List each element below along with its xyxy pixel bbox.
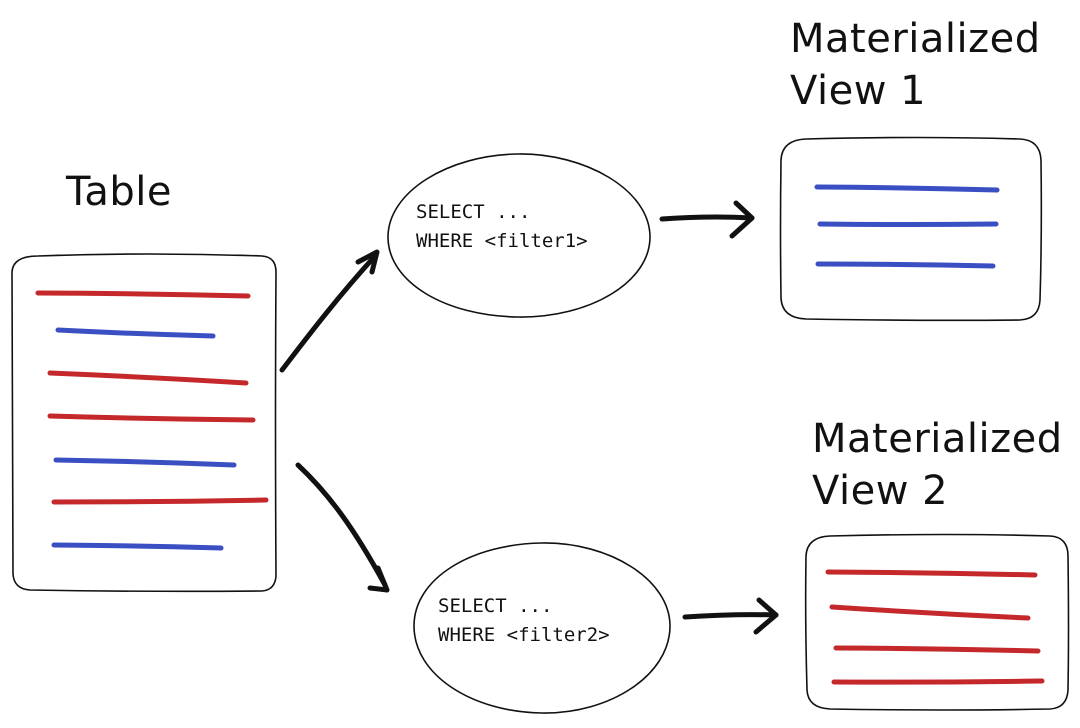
view-1-rows: [814, 184, 1000, 269]
view-2-label-line1: Materialized: [812, 416, 1063, 462]
arrow-query-1-to-view-1: [659, 200, 755, 239]
table-row-5-blue: [53, 457, 237, 468]
query-ellipse-1: SELECT ... WHERE <filter1>: [387, 153, 651, 318]
view-2-row-3-red: [833, 645, 1041, 654]
view-2-row-4-red: [831, 678, 1045, 685]
arrow-table-to-query-1: [279, 249, 380, 373]
view-1-row-2-blue: [817, 221, 999, 227]
view-2-label-line2: View 2: [812, 468, 948, 514]
arrow-table-to-query-2: [295, 462, 390, 593]
table-rows: [35, 290, 269, 551]
query-1-select-text: SELECT ...: [416, 201, 530, 223]
view-1-label-line1: Materialized: [790, 16, 1041, 62]
query-ellipse-2: SELECT ... WHERE <filter2>: [413, 542, 671, 714]
view-1-row-3-blue: [815, 261, 996, 269]
view-1-label-line2: View 1: [790, 68, 926, 114]
table-row-4-red: [47, 413, 256, 423]
table-row-1-red: [35, 290, 251, 299]
table-row-3-red: [47, 370, 249, 386]
table-label: Table: [65, 169, 172, 215]
table-box: [11, 253, 277, 593]
query-1-where-text: WHERE <filter1>: [416, 230, 588, 252]
view-2-row-1-red: [825, 569, 1038, 578]
view-2-row-2-red: [829, 604, 1031, 621]
arrow-query-2-to-view-2: [682, 597, 779, 635]
table-row-6-red: [51, 497, 269, 505]
table-row-2-blue: [55, 327, 216, 339]
query-2-select-text: SELECT ...: [438, 595, 552, 617]
table-row-7-blue: [51, 542, 224, 551]
view-2-rows: [825, 569, 1045, 685]
view-2-box: [804, 533, 1070, 711]
view-1-row-1-blue: [814, 184, 1000, 193]
view-1-box: [779, 136, 1043, 322]
query-2-where-text: WHERE <filter2>: [438, 624, 610, 646]
